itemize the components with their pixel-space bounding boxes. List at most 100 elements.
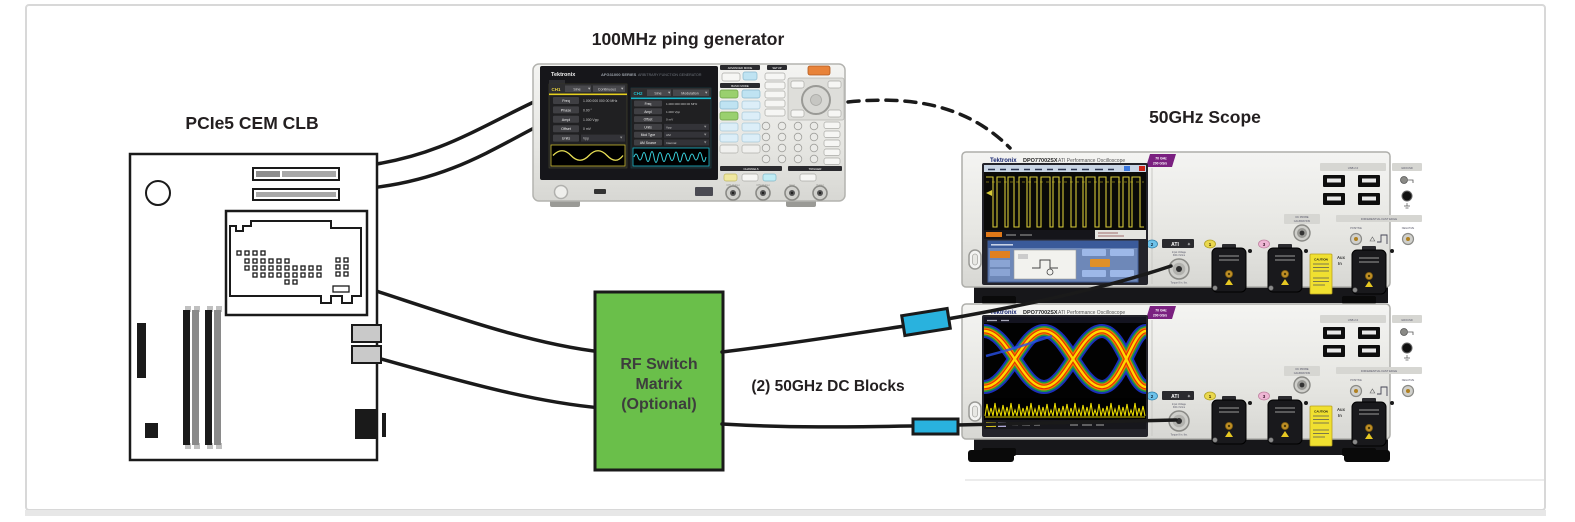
caution-sticker: CAUTION [1309, 253, 1333, 295]
ground-jack-large[interactable] [1401, 190, 1413, 202]
ch2-row-label: AM Source [640, 141, 656, 145]
ch1-on-button[interactable] [723, 173, 738, 182]
generator-power-button[interactable] [553, 184, 569, 200]
channel-1-badge [1204, 239, 1216, 249]
scope-top-screen [982, 163, 1148, 285]
afg31000-generator: Tektronix AFG31000 SERIES ARBITRARY FUNC… [532, 63, 846, 207]
scope-badge-gss: 200 GS/s [1153, 162, 1167, 166]
cable-trigger-dashed [846, 98, 1012, 150]
scope-usb-section: USB 2.0 [1320, 163, 1386, 205]
ch1-row-label: Offset [561, 127, 571, 131]
generator-usb-port[interactable] [594, 189, 606, 194]
ch1-wave-dropdown[interactable]: Sine [573, 88, 580, 92]
ch1-row-label: Units [562, 137, 571, 141]
scope-config-dialog[interactable] [987, 240, 1139, 283]
positive-label: POSITIVE [1350, 227, 1362, 230]
scope-ground-section: GROUND [1392, 163, 1422, 209]
ch1-sine-waveform [552, 150, 624, 161]
board-slot-2 [252, 188, 340, 201]
generator-control-panel: ADVANCED MODE SETUP BASIC MODE [719, 65, 845, 201]
edge-connector [224, 209, 369, 317]
ch2-row-value: Vpp [666, 125, 672, 129]
ch2-row-label: Offset [644, 118, 653, 122]
basic-mode-buttons[interactable] [719, 89, 761, 154]
board-header-bar [137, 323, 146, 378]
emergency-button[interactable] [807, 65, 831, 76]
ch2-row-label: Freq [645, 102, 652, 106]
generator-series-desc: ARBITRARY FUNCTION GENERATOR [638, 73, 702, 77]
board-slot-1 [252, 167, 340, 181]
back-button[interactable] [827, 80, 842, 89]
sample-rate-button[interactable] [721, 72, 741, 82]
sma-connector-2 [351, 345, 382, 364]
setup-button-2[interactable] [764, 81, 786, 90]
ch2-row-value: AM [666, 133, 671, 137]
scope-channel-1: 1 [1204, 239, 1252, 293]
side-buttons[interactable] [823, 121, 841, 165]
numeric-keypad[interactable] [761, 121, 819, 164]
ch1-tag: CH1 [551, 87, 560, 92]
board-edge-connector-black [355, 409, 378, 439]
ch2-row-value: 1.000 000 000 00 MHz [666, 102, 698, 106]
ch1-row-label: Ampl [562, 118, 571, 122]
generator-model-badge [695, 187, 713, 196]
scope-model: DPO77002SX [1023, 158, 1058, 164]
square-wave-trace [986, 176, 1144, 228]
scope-badge-ghz: 70 GHz [1155, 157, 1167, 161]
knob-right-button[interactable] [827, 109, 842, 118]
scope-brand: Tektronix [990, 158, 1017, 164]
generator-ch2-panel: CH2 Sine Modulation Freq 1.000 000 000 0… [630, 87, 712, 169]
mounting-hole [145, 180, 171, 206]
ground-jack-small[interactable] [1400, 176, 1408, 184]
diff-label: DIFFERENTIAL FAST EDGE [1361, 217, 1397, 221]
ground-label: GROUND [1401, 166, 1413, 170]
scope-diff-fast-edge: DIFFERENTIAL FAST EDGE POSITIVE NEGATIVE [1336, 215, 1422, 246]
manual-trigger-button[interactable] [799, 173, 817, 182]
dc-blocks-label: (2) 50GHz DC Blocks [751, 378, 904, 395]
ch2-wave-dropdown[interactable]: Sine [654, 92, 661, 96]
generator-series: AFG31000 SERIES [601, 72, 637, 77]
rf-switch-matrix: RF Switch Matrix (Optional) [593, 290, 725, 472]
tca-adapter-aux[interactable] [1351, 245, 1387, 295]
ati-star-icon: ✳ [1187, 242, 1191, 247]
setup-button-5[interactable] [764, 108, 786, 117]
setup-button-1[interactable] [764, 72, 786, 81]
cable-matrix-to-bottom-scope [720, 418, 1178, 429]
pcie5-cem-clb-board [128, 152, 386, 462]
ch2-am-waveform [633, 151, 707, 163]
channel-1-number: 1 [1209, 242, 1212, 247]
tca-adapter-ch1[interactable] [1211, 243, 1247, 293]
on-off-button[interactable] [741, 173, 759, 182]
rf-switch-label-3: (Optional) [621, 396, 697, 413]
section-setup: SETUP [772, 66, 781, 70]
generator-title: 100MHz ping generator [592, 29, 785, 49]
scope-aux-in: Aux In [1337, 245, 1394, 295]
usb-ports[interactable] [1323, 175, 1380, 205]
scope-bottom-screen [982, 315, 1148, 437]
ch1-row-value: 0.00 ° [583, 108, 593, 112]
run-button[interactable] [742, 71, 758, 81]
ch2-row-value: 0 mV [666, 118, 674, 122]
ch2-row-value: Internal [666, 141, 677, 145]
ch2-tag: CH2 [633, 91, 642, 96]
figure-frame [25, 4, 1546, 516]
input-voltage-label-2: 300 mVrms [1173, 254, 1186, 257]
scope-top-menubar[interactable] [984, 165, 1146, 172]
setup-button-4[interactable] [764, 99, 786, 108]
generator-ch1-panel: CH1 Sine Continuous Freq 1.000 000 000 0… [548, 83, 628, 169]
ch1-row-label: Phase [561, 108, 571, 112]
home-button[interactable] [790, 80, 805, 89]
section-advanced-mode: ADVANCED MODE [728, 66, 753, 70]
ch2-row-label: Units [644, 125, 652, 129]
setup-button-3[interactable] [764, 90, 786, 99]
usb-label: USB 2.0 [1348, 166, 1359, 170]
knob-left-button[interactable] [790, 109, 805, 118]
negative-label: NEGATIVE [1402, 227, 1415, 230]
ch2-mode-dropdown[interactable]: Modulation [681, 92, 699, 96]
scope-spec-badge [1146, 154, 1176, 167]
ch2-on-button[interactable] [762, 173, 777, 182]
bnc-connectors[interactable] [725, 185, 828, 201]
cable-board-to-matrix-2 [372, 355, 604, 410]
tca-adapter-ch3[interactable] [1267, 243, 1303, 293]
ch1-mode-dropdown[interactable]: Continuous [598, 88, 616, 92]
